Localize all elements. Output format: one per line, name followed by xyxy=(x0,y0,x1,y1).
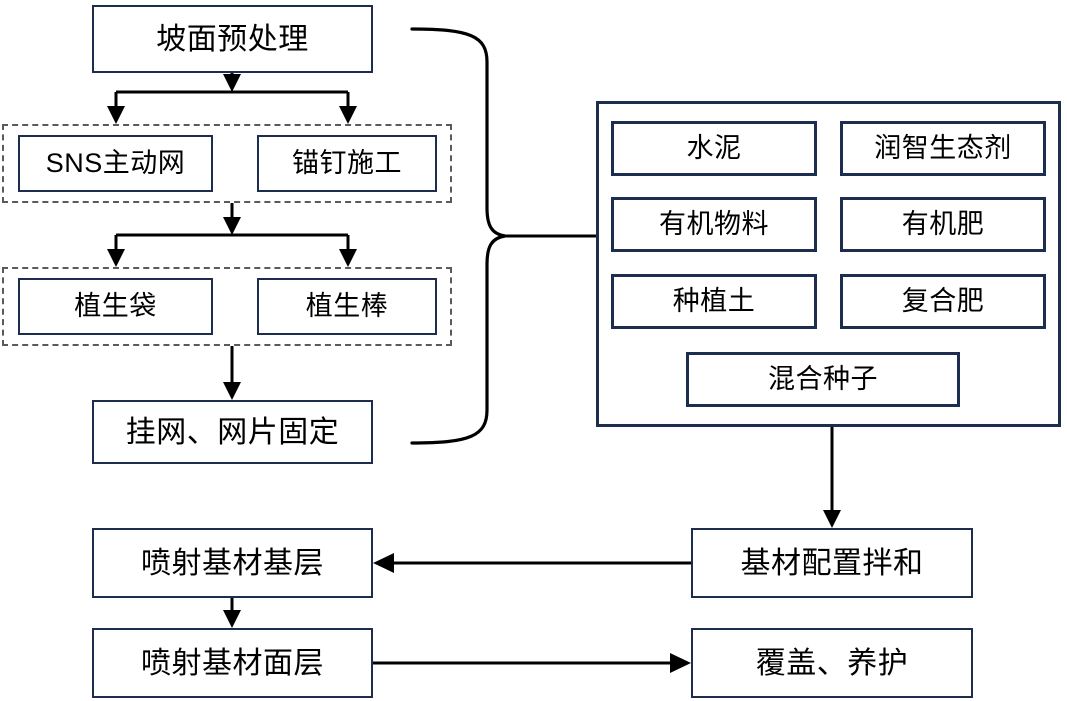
node-spray-surface-layer[interactable]: 喷射基材面层 xyxy=(92,628,373,698)
node-anchor-construction[interactable]: 锚钉施工 xyxy=(257,135,437,192)
arrowhead-substrate-mixing xyxy=(823,510,841,528)
material-runzhi-eco-agent[interactable]: 润智生态剂 xyxy=(840,121,1046,176)
node-cover-maintenance[interactable]: 覆盖、养护 xyxy=(691,628,973,698)
material-mixed-seeds[interactable]: 混合种子 xyxy=(686,352,960,407)
material-compound-fertilizer[interactable]: 复合肥 xyxy=(840,274,1046,329)
arrowhead-group1-out xyxy=(223,217,241,235)
node-substrate-mixing[interactable]: 基材配置拌和 xyxy=(691,528,973,598)
node-vegetation-bag[interactable]: 植生袋 xyxy=(18,278,213,335)
arrowhead-sns xyxy=(107,106,125,124)
node-spray-base-layer[interactable]: 喷射基材基层 xyxy=(92,528,373,598)
arrowhead-cover xyxy=(670,653,691,673)
arrowhead-pretreatment xyxy=(223,74,241,92)
arrowhead-spraysurface xyxy=(223,610,241,628)
arrowhead-spraybase xyxy=(373,553,394,573)
arrowhead-anchor xyxy=(339,106,357,124)
node-vegetation-stick[interactable]: 植生棒 xyxy=(257,278,437,335)
arrowhead-hangingnet xyxy=(223,382,241,400)
node-hanging-net-fixing[interactable]: 挂网、网片固定 xyxy=(92,400,373,464)
material-organic-fertilizer[interactable]: 有机肥 xyxy=(840,197,1046,252)
arrowhead-vegetation-stick xyxy=(339,249,357,267)
material-cement[interactable]: 水泥 xyxy=(611,121,817,176)
node-slope-pretreatment[interactable]: 坡面预处理 xyxy=(92,5,373,73)
arrowhead-vegetation-bag xyxy=(107,249,125,267)
brace-connector xyxy=(410,27,507,445)
node-sns-active-net[interactable]: SNS主动网 xyxy=(18,135,213,192)
material-organic-material[interactable]: 有机物料 xyxy=(611,197,817,252)
material-planting-soil[interactable]: 种植土 xyxy=(611,274,817,329)
